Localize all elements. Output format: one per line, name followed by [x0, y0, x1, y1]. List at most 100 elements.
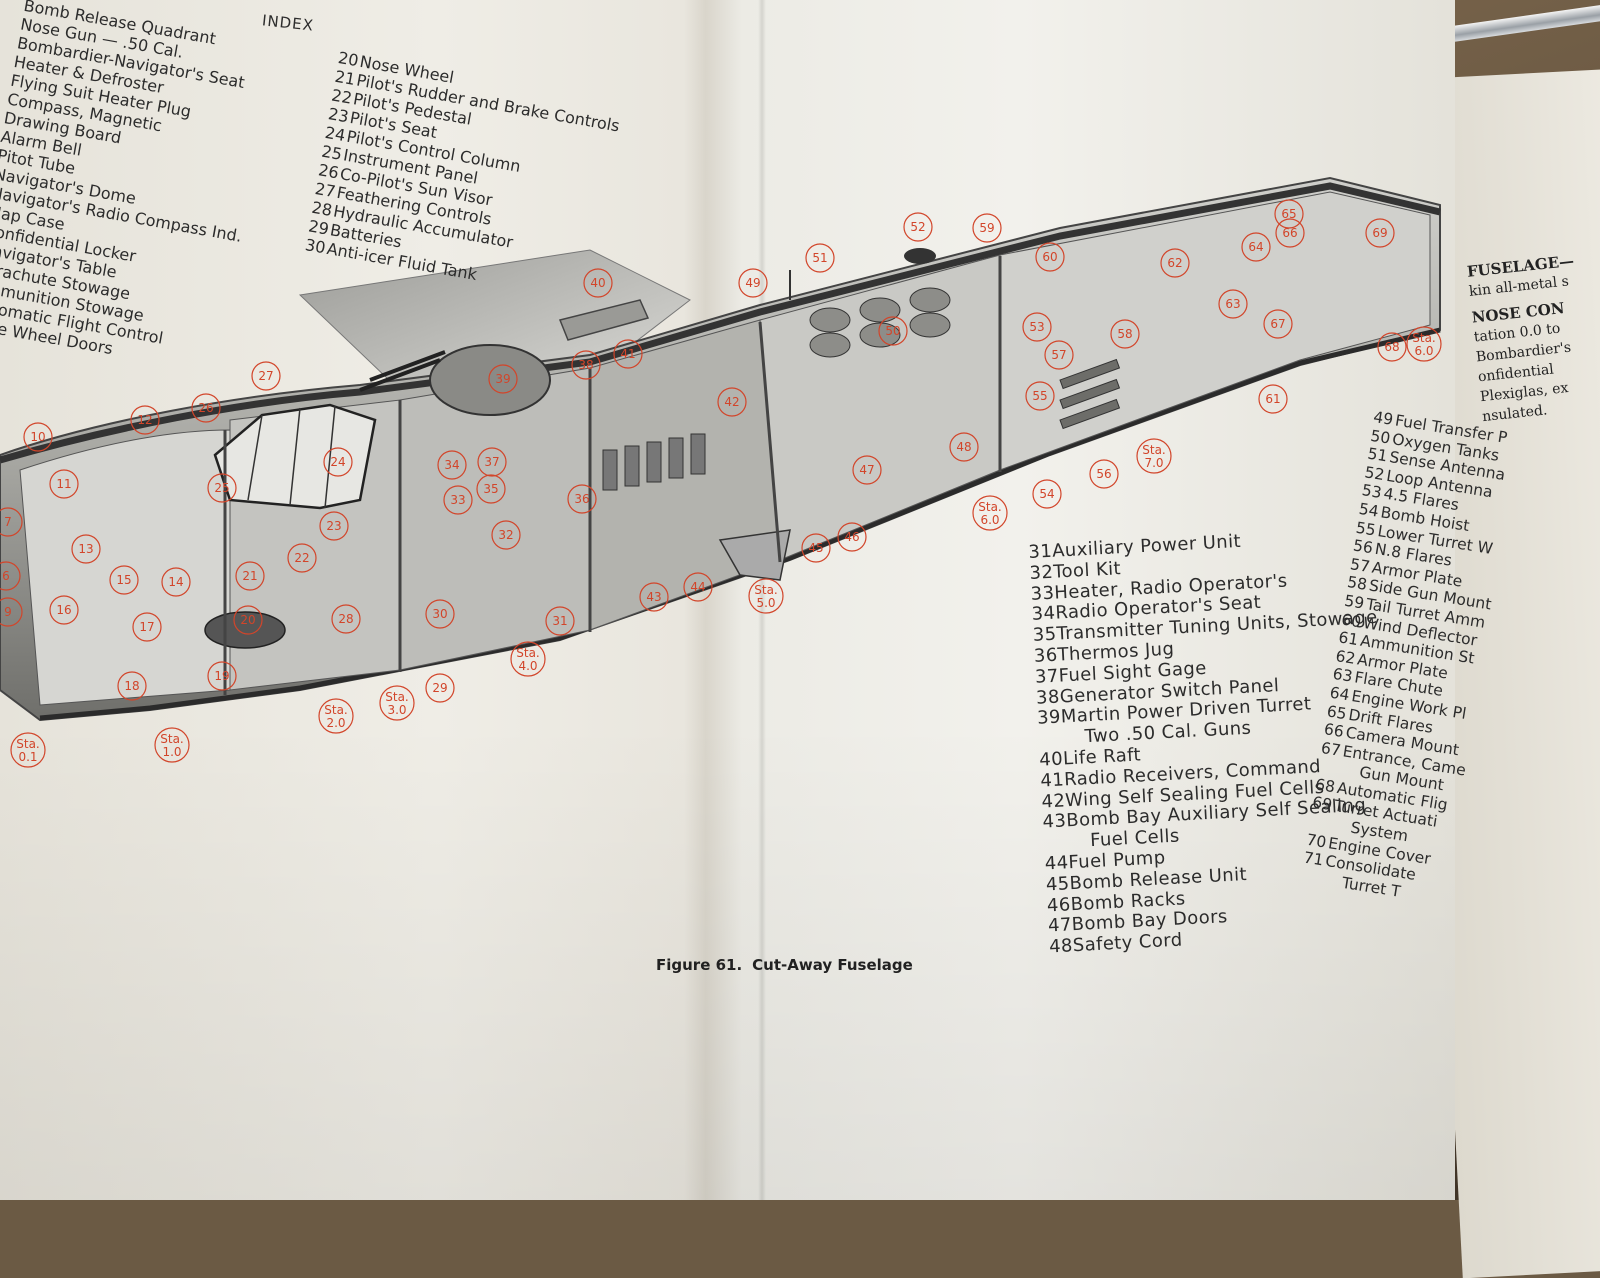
callout-42: 42 — [717, 387, 747, 417]
life-raft — [558, 299, 650, 341]
callout-label: 69 — [1372, 226, 1387, 240]
callout-label: 63 — [1225, 297, 1240, 311]
callout-circle — [1110, 319, 1140, 349]
callout-label: 47 — [859, 463, 874, 477]
station-number: 6.0 — [980, 513, 999, 527]
callout-circle — [477, 447, 507, 477]
station-number: 5.0 — [756, 596, 775, 610]
callout-40: 40 — [583, 268, 613, 298]
callout-label: 15 — [116, 573, 131, 587]
callout-circle — [287, 543, 317, 573]
station-number: 7.0 — [1144, 456, 1163, 470]
callout-label: 34 — [444, 458, 459, 472]
callout-circle — [109, 565, 139, 595]
station-circle — [510, 641, 546, 677]
callout-circle — [1032, 479, 1062, 509]
index-entry-number — [0, 25, 20, 29]
station-circle — [748, 578, 784, 614]
callout-label: 53 — [1029, 320, 1044, 334]
station-circle — [972, 495, 1008, 531]
station-marker: Sta.7.0 — [1136, 438, 1172, 474]
callout-circle — [1365, 218, 1395, 248]
callout-circle — [1025, 381, 1055, 411]
callout-label: 23 — [326, 519, 341, 533]
index-entry-number: 46 — [1046, 893, 1072, 917]
loop-antenna — [904, 248, 936, 264]
callout-label: 65 — [1281, 207, 1296, 221]
callout-circle — [233, 605, 263, 635]
station-marker: Sta.4.0 — [510, 641, 546, 677]
right-page-text: FUSELAGE— kin all-metal s NOSE CON tatio… — [1466, 247, 1600, 427]
index-entry-number — [1039, 744, 1061, 745]
station-marker: Sta.1.0 — [154, 727, 190, 763]
callout-label: 67 — [1270, 317, 1285, 331]
callout-partial: 6 — [0, 561, 21, 591]
station-marker: Sta.6.0 — [972, 495, 1008, 531]
callout-38: 38 — [571, 350, 601, 380]
callout-label: 6 — [2, 569, 10, 583]
callout-label: 18 — [124, 679, 139, 693]
callout-label: 22 — [294, 551, 309, 565]
callout-39: 39 — [488, 364, 518, 394]
callout-41: 41 — [613, 339, 643, 369]
index-entry-number — [0, 82, 10, 86]
callout-21: 21 — [235, 561, 265, 591]
flare-racks — [1059, 358, 1121, 430]
figure-caption: Figure 61.Cut-Away Fuselage — [656, 956, 923, 974]
callout-circle — [1218, 289, 1248, 319]
index-entry-number — [1044, 848, 1066, 849]
callout-circle — [49, 469, 79, 499]
callout-circle — [801, 533, 831, 563]
callout-66: 66 — [1275, 218, 1305, 248]
callout-label: 59 — [979, 221, 994, 235]
callout-62: 62 — [1160, 248, 1190, 278]
callout-label: 9 — [4, 605, 12, 619]
index-entry-number: 37 — [1034, 665, 1060, 688]
callout-circle — [49, 595, 79, 625]
callout-label: 50 — [885, 324, 900, 338]
callout-15: 15 — [109, 565, 139, 595]
callout-49: 49 — [738, 268, 768, 298]
callout-26: 26 — [191, 393, 221, 423]
callout-partial: 7 — [0, 507, 23, 537]
callout-label: 36 — [574, 492, 589, 506]
callout-circle — [491, 520, 521, 550]
callout-label: 17 — [139, 620, 154, 634]
station-label: Sta. — [324, 703, 348, 717]
callout-label: 44 — [690, 580, 705, 594]
callout-34: 34 — [437, 450, 467, 480]
callout-label: 38 — [578, 358, 593, 372]
callout-label: 40 — [590, 276, 605, 290]
callout-circle — [71, 534, 101, 564]
callout-label: 62 — [1167, 256, 1182, 270]
callout-50: 50 — [878, 316, 908, 346]
callout-46: 46 — [837, 522, 867, 552]
station-number: 4.0 — [518, 659, 537, 673]
index-entry-number: 38 — [1035, 686, 1061, 709]
index-entry-number — [1300, 881, 1322, 884]
callout-37: 37 — [477, 447, 507, 477]
station-marker: Sta.2.0 — [318, 698, 354, 734]
callout-circle — [207, 661, 237, 691]
callout-29: 29 — [425, 673, 455, 703]
callout-label: 14 — [168, 575, 183, 589]
station-number: 3.0 — [387, 703, 406, 717]
callout-13: 13 — [71, 534, 101, 564]
callout-64: 64 — [1241, 232, 1271, 262]
callout-25: 25 — [207, 473, 237, 503]
callout-circle — [130, 405, 160, 435]
callout-circle — [1263, 309, 1293, 339]
callout-label: 25 — [214, 481, 229, 495]
index-entry-number — [1, 7, 23, 11]
figure-number: Figure 61. — [656, 956, 743, 974]
callout-label: 19 — [214, 669, 229, 683]
callout-label: 43 — [646, 590, 661, 604]
callout-12: 12 — [130, 405, 160, 435]
index-entry-number: 47 — [1047, 914, 1073, 937]
callout-27: 27 — [251, 361, 281, 391]
callout-label: 41 — [620, 347, 635, 361]
station-number: 1.0 — [162, 745, 181, 759]
station-marker: Sta.3.0 — [379, 685, 415, 721]
fuel-cells — [602, 433, 706, 491]
index-entry-number — [0, 63, 13, 67]
